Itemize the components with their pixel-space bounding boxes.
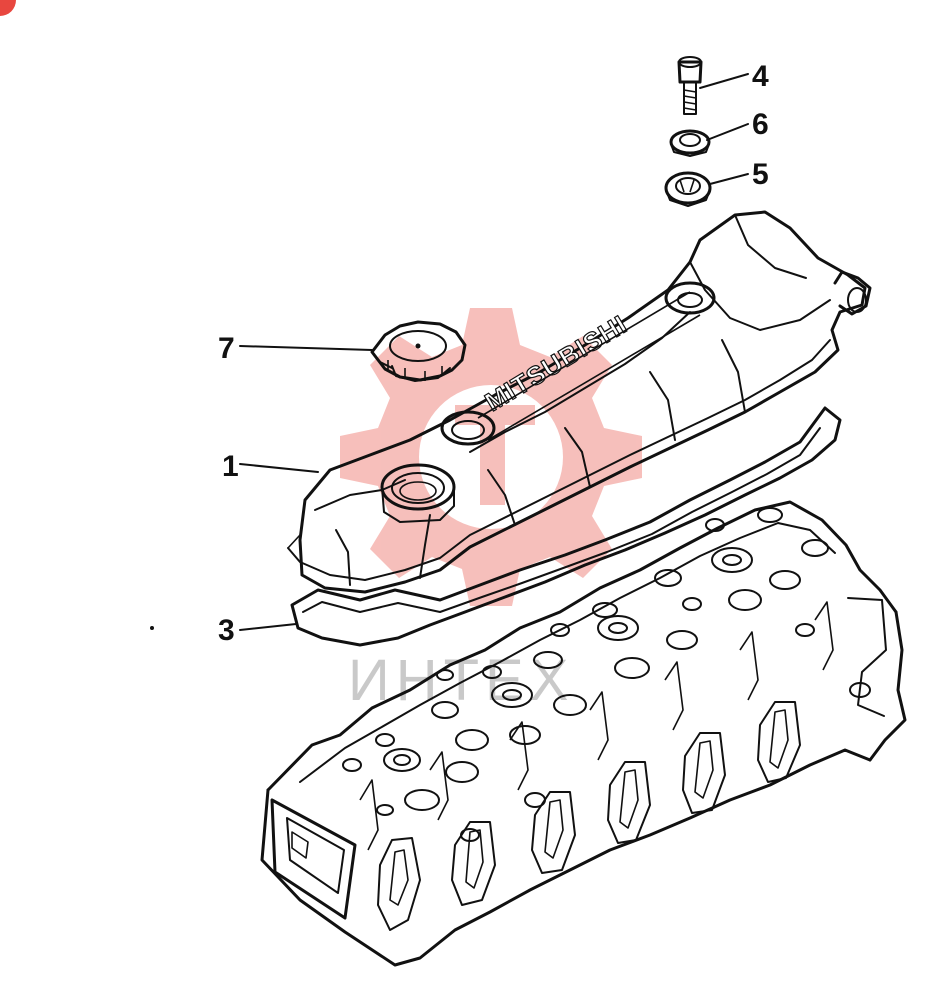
callout-leaders: [239, 73, 749, 631]
oil-filler-cap: [370, 320, 467, 382]
callout-5: 5: [752, 158, 769, 191]
rocker-cover-gasket: [290, 406, 842, 647]
cylinder-head: [260, 500, 907, 967]
seal-grommet: [664, 171, 712, 207]
bolt: [677, 56, 703, 115]
washer: [669, 129, 711, 157]
callout-1: 1: [222, 450, 239, 483]
callout-6: 6: [752, 108, 769, 141]
callout-4: 4: [752, 60, 769, 93]
stray-dot: [150, 626, 154, 630]
corner-badge: [0, 0, 16, 16]
callout-3: 3: [218, 614, 235, 647]
callout-7: 7: [218, 332, 235, 365]
